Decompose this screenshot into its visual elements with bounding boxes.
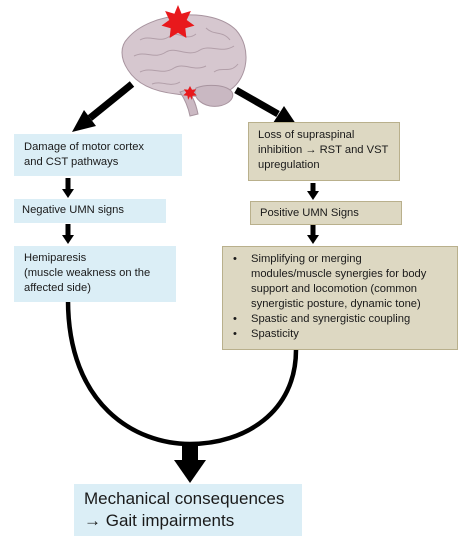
hemiparesis-box: Hemiparesis (muscle weakness on the affe… <box>14 246 176 302</box>
list-item: Simplifying or merging modules/muscle sy… <box>229 252 451 312</box>
supraspinal-line-2: inhibition → RST and VST <box>258 144 389 156</box>
hemiparesis-line-2: (muscle weakness on the <box>24 267 151 279</box>
arrow-brain-to-right-shaft <box>234 86 280 118</box>
positive-signs-list: Simplifying or merging modules/muscle sy… <box>229 252 451 342</box>
negative-umn-signs-box: Negative UMN signs <box>14 199 166 223</box>
brain-cerebellum <box>194 84 234 107</box>
brainstem-lesion-star-icon <box>183 86 197 100</box>
arrow-brain-to-left-head <box>72 110 96 132</box>
arrow-right-1-head <box>307 191 319 200</box>
supraspinal-inhibition-box: Loss of supraspinal inhibition → RST and… <box>248 122 400 181</box>
list-item: Spastic and synergistic coupling <box>229 312 451 327</box>
arrow-left-2-head <box>62 235 74 244</box>
bullet-1-line-3: support and locomotion (common <box>251 283 418 295</box>
arrow-brain-to-left-shaft <box>87 81 135 121</box>
brain-gyri <box>133 27 239 85</box>
supraspinal-line-3: upregulation <box>258 159 320 171</box>
cortex-lesion-star-icon <box>161 5 195 38</box>
bullet-1-line-4: synergistic posture, dynamic tone) <box>251 298 421 310</box>
bullet-2-line-1: Spastic and synergistic coupling <box>251 313 411 325</box>
list-item: Spasticity <box>229 327 451 342</box>
hemiparesis-line-1: Hemiparesis <box>24 252 87 264</box>
bullet-3-line-1: Spasticity <box>251 328 299 340</box>
negative-umn-signs-label: Negative UMN signs <box>22 204 124 216</box>
mechanical-consequences-box: Mechanical consequences → Gait impairmen… <box>74 484 302 536</box>
motor-cortex-damage-line-2: and CST pathways <box>24 156 119 168</box>
bullet-1-line-2: modules/muscle synergies for body <box>251 268 427 280</box>
positive-signs-detail-box: Simplifying or merging modules/muscle sy… <box>222 246 458 350</box>
arrow-left-1-head <box>62 189 74 198</box>
positive-umn-signs-box: Positive UMN Signs <box>250 201 402 225</box>
outcome-arrow-head <box>174 460 206 483</box>
hemiparesis-line-3: affected side) <box>24 282 91 294</box>
outcome-arrow-shaft <box>182 442 198 462</box>
mechanical-consequences-line-1: Mechanical consequences <box>84 489 285 508</box>
brain-illustration <box>121 5 247 117</box>
supraspinal-line-1: Loss of supraspinal <box>258 129 355 141</box>
mechanical-consequences-line-2: → Gait impairments <box>84 511 235 530</box>
arrow-right-2-head <box>307 235 319 244</box>
arrow-brain-to-right-head <box>273 106 296 124</box>
positive-umn-signs-label: Positive UMN Signs <box>260 207 359 219</box>
motor-cortex-damage-box: Damage of motor cortex and CST pathways <box>14 134 182 176</box>
motor-cortex-damage-line-1: Damage of motor cortex <box>24 141 145 153</box>
bullet-1-line-1: Simplifying or merging <box>251 253 362 265</box>
